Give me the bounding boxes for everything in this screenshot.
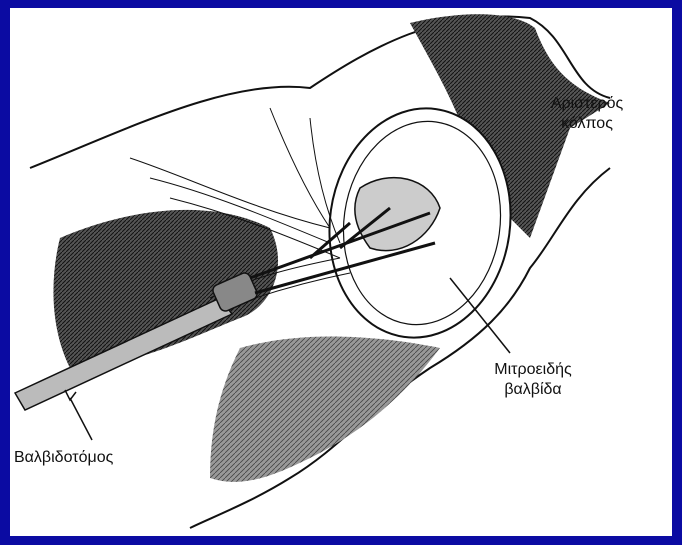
pointer-valvotome [70, 398, 92, 440]
label-left-atrium: Αριστερός κόλπος [532, 94, 642, 134]
label-mitral-valve: Μιτροειδής βαλβίδα [478, 360, 588, 400]
lower-tissue-shading [210, 336, 440, 481]
illustration-canvas: Αριστερός κόλπος Μιτροειδής βαλβίδα Βαλβ… [10, 8, 672, 536]
label-valvotome: Βαλβιδοτόμος [14, 448, 174, 468]
